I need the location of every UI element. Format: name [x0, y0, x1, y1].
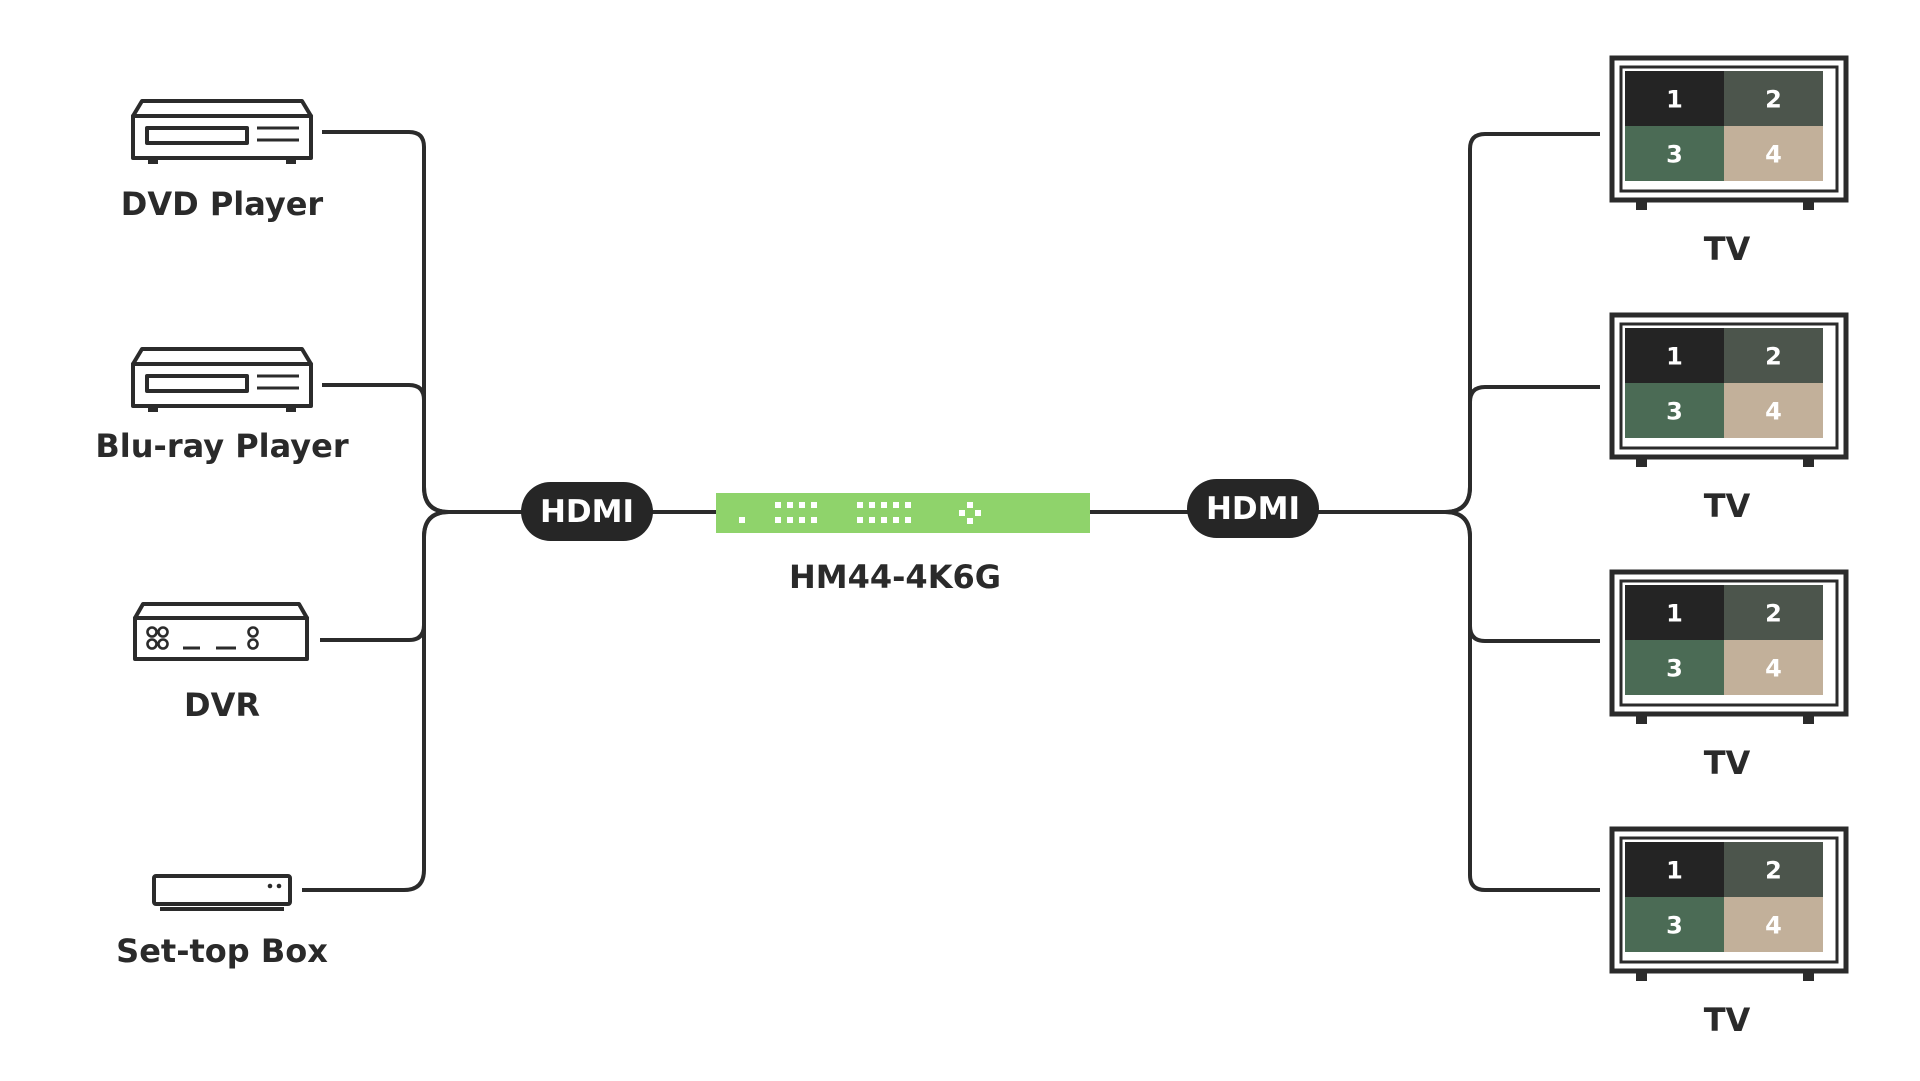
tv-quadrant-label: 2 — [1765, 857, 1782, 885]
tv-quadrant-label: 2 — [1765, 86, 1782, 114]
tv-quadrant-label: 4 — [1765, 655, 1782, 683]
tv-quadrant-label: 4 — [1765, 398, 1782, 426]
tv-quadrant-1 — [1625, 842, 1724, 897]
tv-1: 1 2 3 4TV — [1609, 55, 1849, 268]
tv-quadrant-3 — [1625, 640, 1724, 695]
tv-screen-border — [1619, 836, 1839, 964]
tv-label: TV — [1704, 487, 1751, 525]
wire-tv-4 — [1444, 510, 1600, 892]
output-hdmi-badge: HDMI — [1187, 479, 1319, 538]
tv-quadrant-4 — [1724, 383, 1823, 438]
tv-quadrant-1 — [1625, 328, 1724, 383]
tv-quadrant-label: 1 — [1666, 600, 1683, 628]
tv-label: TV — [1704, 1001, 1751, 1039]
wire-tv-2 — [1444, 385, 1600, 514]
hdmi-matrix-switch — [716, 493, 1090, 533]
tv-quadrant-2 — [1724, 71, 1823, 126]
tv-quadrant-label: 1 — [1666, 86, 1683, 114]
tv-quadrant-1 — [1625, 585, 1724, 640]
tv-leg — [1803, 971, 1814, 981]
output-wiring — [1088, 132, 1600, 892]
set-top-box-icon — [152, 874, 292, 911]
tv-screen-border — [1619, 322, 1839, 450]
wire-dvr — [320, 510, 450, 642]
tv-quadrant-3 — [1625, 126, 1724, 181]
tv-quadrant-4 — [1724, 897, 1823, 952]
tv-label: TV — [1704, 230, 1751, 268]
wire-bluray — [322, 383, 450, 514]
tv-quadrant-3 — [1625, 897, 1724, 952]
tv-quadrant-3 — [1625, 383, 1724, 438]
input-hdmi-badge: HDMI — [521, 482, 653, 541]
tv-quadrant-label: 4 — [1765, 141, 1782, 169]
tv-quadrant-label: 1 — [1666, 857, 1683, 885]
tv-quadrant-label: 2 — [1765, 343, 1782, 371]
tv-3: 1 2 3 4TV — [1609, 569, 1849, 782]
tv-leg — [1803, 457, 1814, 467]
tv-leg — [1636, 971, 1647, 981]
tv-quadrant-2 — [1724, 842, 1823, 897]
tv-leg — [1803, 200, 1814, 210]
switch-led-grid — [739, 502, 981, 524]
tv-quadrant-label: 1 — [1666, 343, 1683, 371]
tv-screen-border — [1619, 579, 1839, 707]
tv-quadrant-label: 3 — [1666, 141, 1683, 169]
tv-quadrant-2 — [1724, 328, 1823, 383]
tv-4: 1 2 3 4TV — [1609, 826, 1849, 1039]
tv-quadrant-label: 4 — [1765, 912, 1782, 940]
input-wiring — [302, 130, 720, 892]
tv-leg — [1636, 457, 1647, 467]
tv-quadrant-2 — [1724, 585, 1823, 640]
tv-quadrant-label: 3 — [1666, 912, 1683, 940]
source-label-set-top-box: Set-top Box — [116, 932, 328, 970]
source-label-dvd: DVD Player — [121, 185, 324, 223]
input-hdmi-label: HDMI — [540, 494, 634, 530]
switch-model-label: HM44-4K6G — [789, 558, 1001, 596]
tv-2: 1 2 3 4TV — [1609, 312, 1849, 525]
tv-leg — [1636, 200, 1647, 210]
tv-leg — [1803, 714, 1814, 724]
source-label-dvr: DVR — [184, 686, 260, 724]
tv-label: TV — [1704, 744, 1751, 782]
dvr-icon — [133, 602, 309, 661]
bluray-player-icon — [131, 347, 313, 412]
tv-quadrant-4 — [1724, 126, 1823, 181]
tv-quadrant-1 — [1625, 71, 1724, 126]
source-label-bluray: Blu-ray Player — [95, 427, 348, 465]
tv-screen-border — [1619, 65, 1839, 193]
tv-leg — [1636, 714, 1647, 724]
wire-settop — [302, 510, 450, 892]
dvd-player-icon — [131, 99, 313, 164]
output-hdmi-label: HDMI — [1206, 491, 1300, 527]
tv-quadrant-label: 3 — [1666, 655, 1683, 683]
tv-quadrant-label: 2 — [1765, 600, 1782, 628]
tv-quadrant-label: 3 — [1666, 398, 1683, 426]
tv-quadrant-4 — [1724, 640, 1823, 695]
